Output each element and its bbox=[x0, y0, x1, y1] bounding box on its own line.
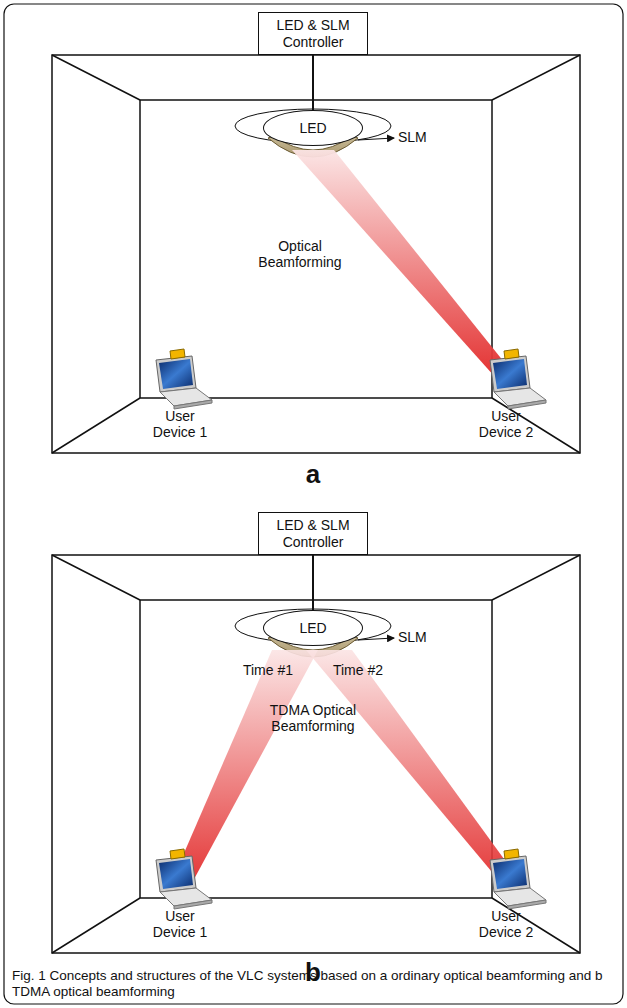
led-ellipse: LED bbox=[263, 610, 363, 646]
panel-letter: a bbox=[298, 460, 328, 490]
controller-box: LED & SLM Controller bbox=[258, 512, 368, 555]
controller-box: LED & SLM Controller bbox=[258, 12, 368, 55]
beam-label: Optical Beamforming bbox=[253, 238, 348, 270]
node-text: LED bbox=[299, 620, 326, 636]
device-label: User Device 2 bbox=[471, 408, 541, 440]
led-ellipse: LED bbox=[263, 110, 363, 146]
figure-caption: Fig. 1 Concepts and structures of the VL… bbox=[12, 968, 612, 999]
device-label: User Device 1 bbox=[145, 408, 215, 440]
time-label: Time #2 bbox=[328, 662, 388, 678]
device-label: User Device 1 bbox=[145, 908, 215, 940]
node-text: LED & SLM Controller bbox=[273, 17, 353, 49]
node-text: LED bbox=[299, 120, 326, 136]
time-label: Time #1 bbox=[238, 662, 298, 678]
control-wire bbox=[312, 555, 314, 610]
slm-label: SLM bbox=[398, 629, 438, 645]
slm-label: SLM bbox=[398, 129, 438, 145]
beam-label: TDMA Optical Beamforming bbox=[263, 702, 363, 734]
node-text: LED & SLM Controller bbox=[273, 517, 353, 549]
device-label: User Device 2 bbox=[471, 908, 541, 940]
control-wire bbox=[312, 55, 314, 110]
